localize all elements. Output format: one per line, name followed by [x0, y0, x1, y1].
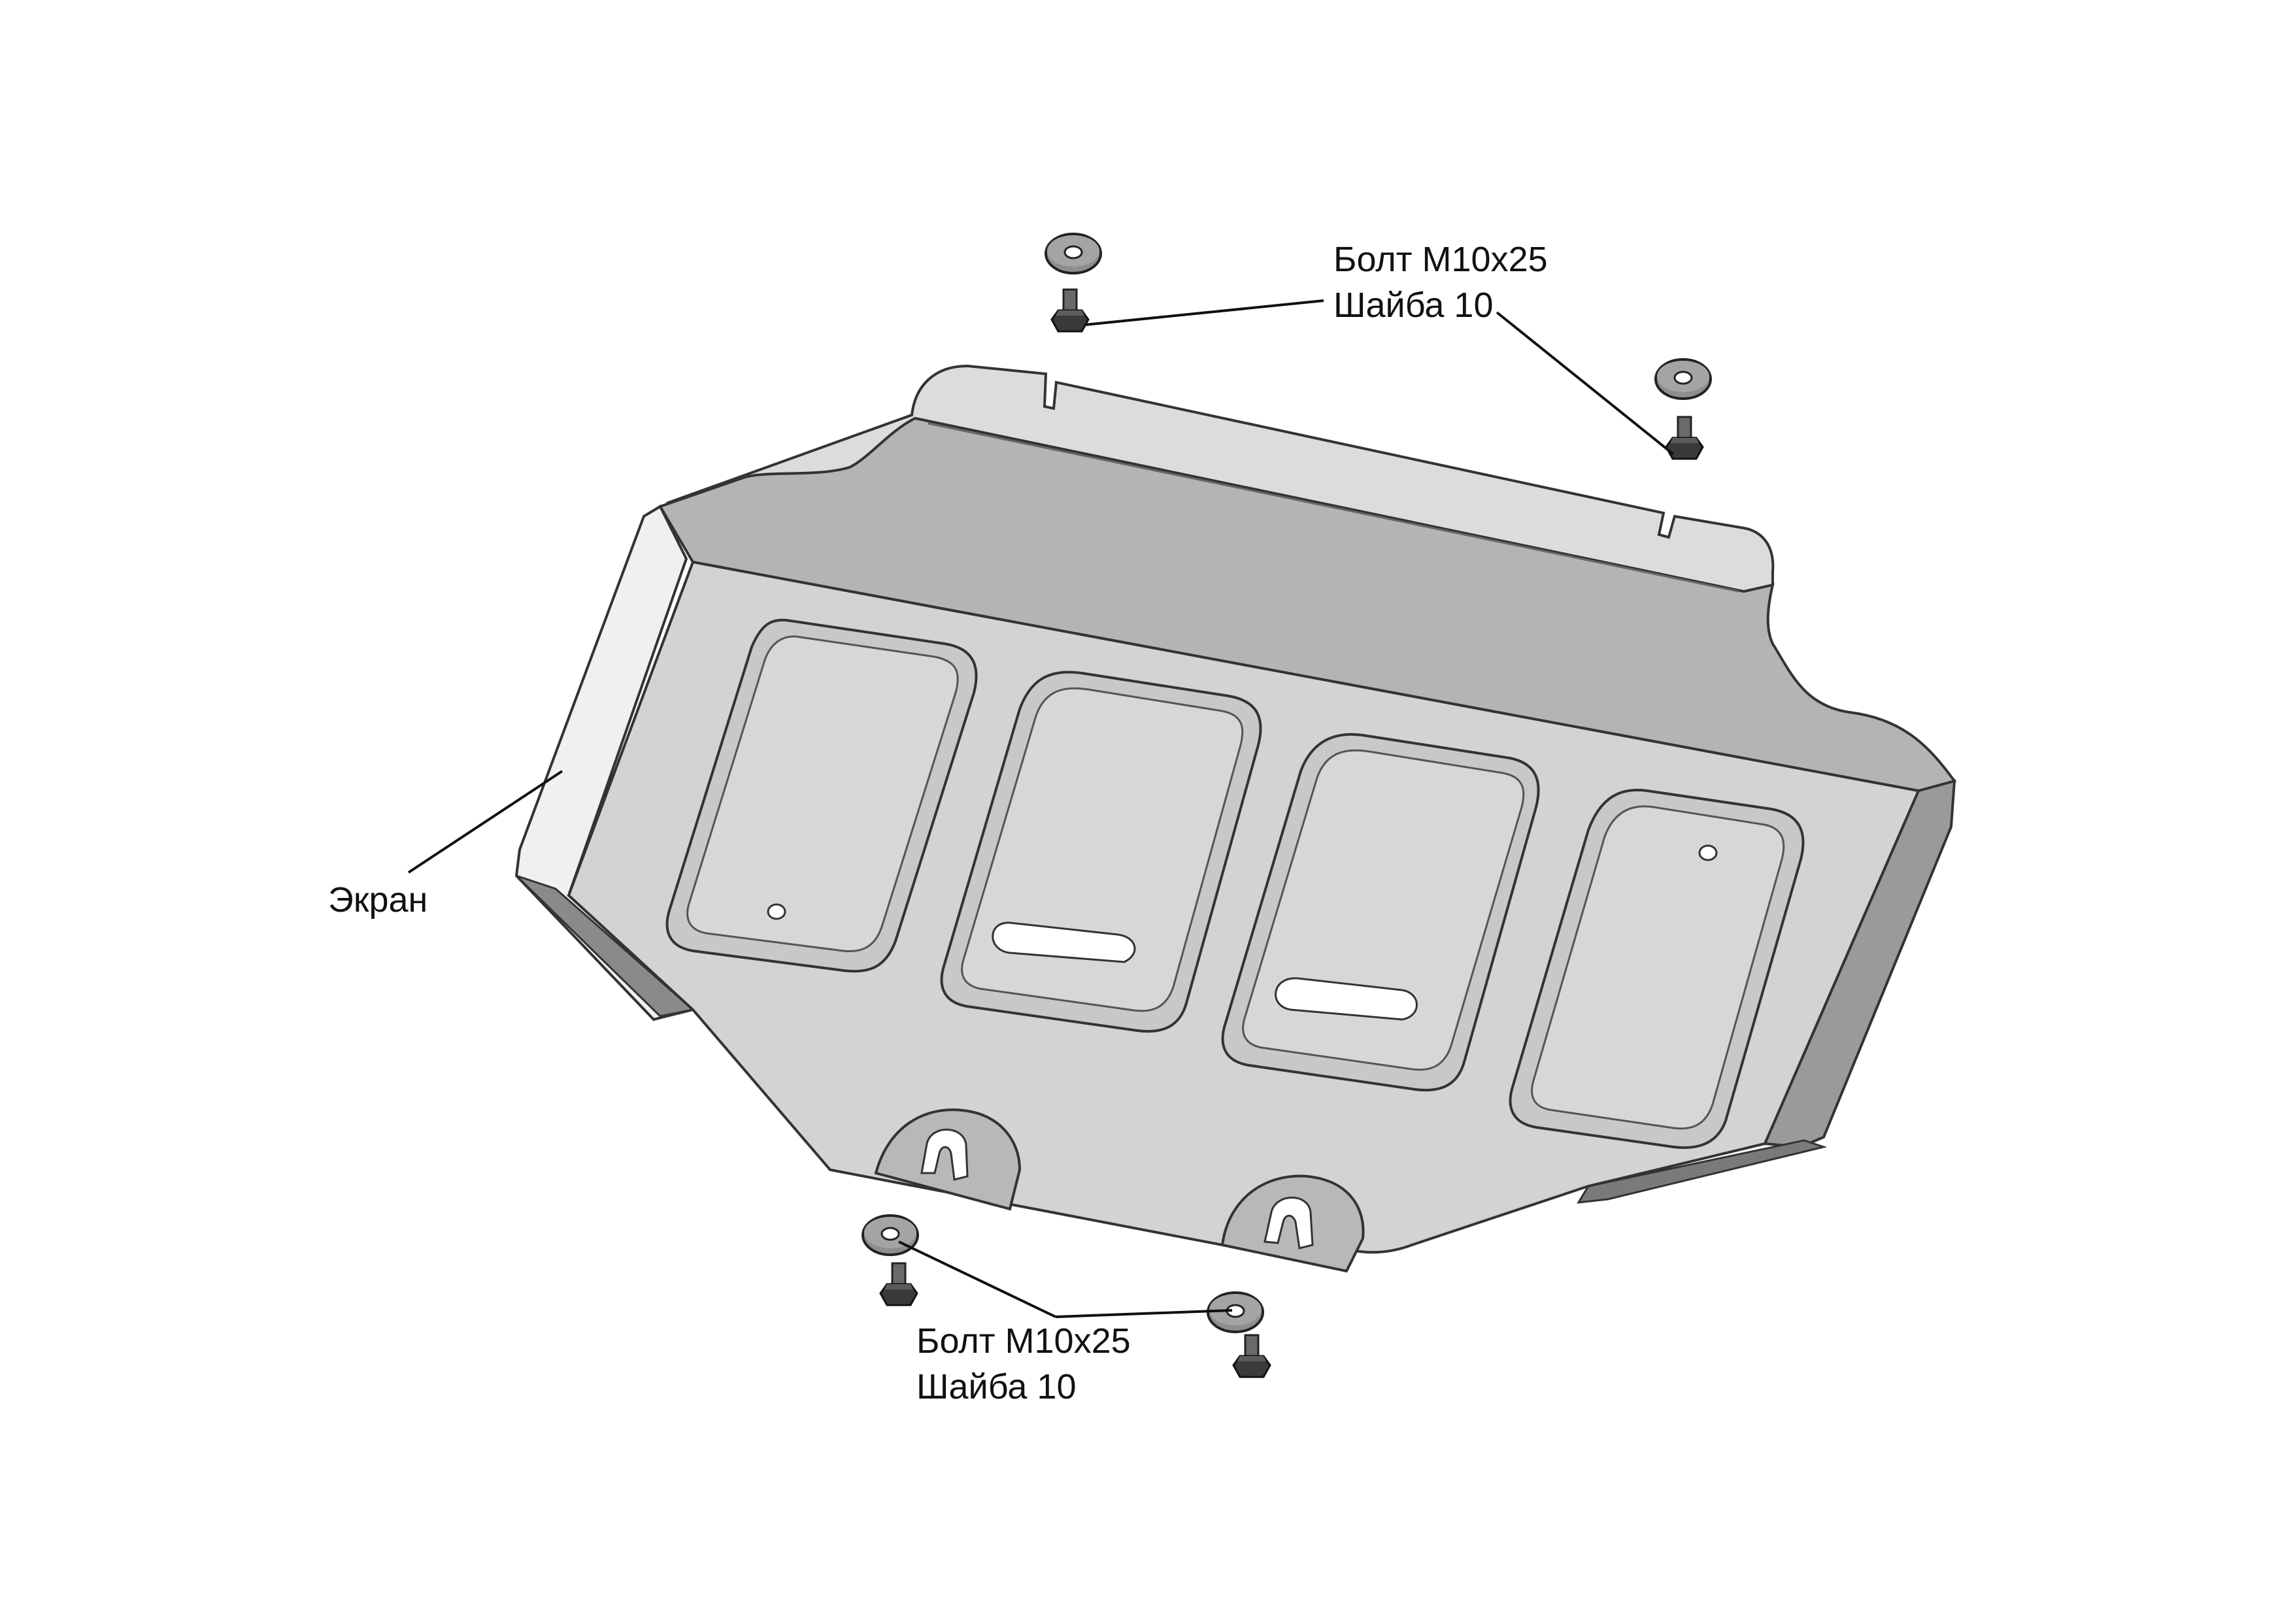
plate-window-4 — [1509, 788, 1805, 1150]
bottom-left-washer — [862, 1214, 919, 1256]
top-left-washer — [1045, 233, 1102, 274]
label-top-bolt: Болт М10х25 — [1333, 240, 1548, 279]
leader-bottom-left — [898, 1240, 1056, 1318]
leader-top-left — [1084, 299, 1324, 326]
plate-bottom-slot-right — [1220, 1174, 1365, 1273]
bottom-right-bolt — [1232, 1334, 1271, 1378]
plate-right-flange — [1577, 1139, 1828, 1204]
plate-window-1 — [665, 618, 978, 973]
label-bottom-washer: Шайба 10 — [916, 1367, 1076, 1406]
leader-screen — [407, 770, 563, 874]
top-left-bolt — [1050, 288, 1090, 333]
plate-crease — [928, 422, 1739, 593]
label-bottom-bolt: Болт М10х25 — [916, 1321, 1131, 1361]
label-screen: Экран — [328, 880, 427, 920]
plate-left-wall — [514, 505, 696, 1021]
plate-front-face — [658, 416, 1957, 793]
leader-bottom-right — [1055, 1309, 1233, 1318]
leader-lines — [407, 299, 1675, 1318]
bottom-right-washer — [1207, 1291, 1264, 1333]
plate-window-2 — [940, 671, 1262, 1033]
top-right-washer — [1654, 358, 1712, 400]
plate-window-3 — [1221, 733, 1540, 1092]
bottom-left-bolt — [879, 1262, 918, 1306]
label-top-washer: Шайба 10 — [1333, 286, 1493, 325]
leader-top-right — [1496, 311, 1675, 456]
skid-plate — [514, 364, 1957, 1273]
plate-bottom-slot-left — [874, 1108, 1022, 1211]
